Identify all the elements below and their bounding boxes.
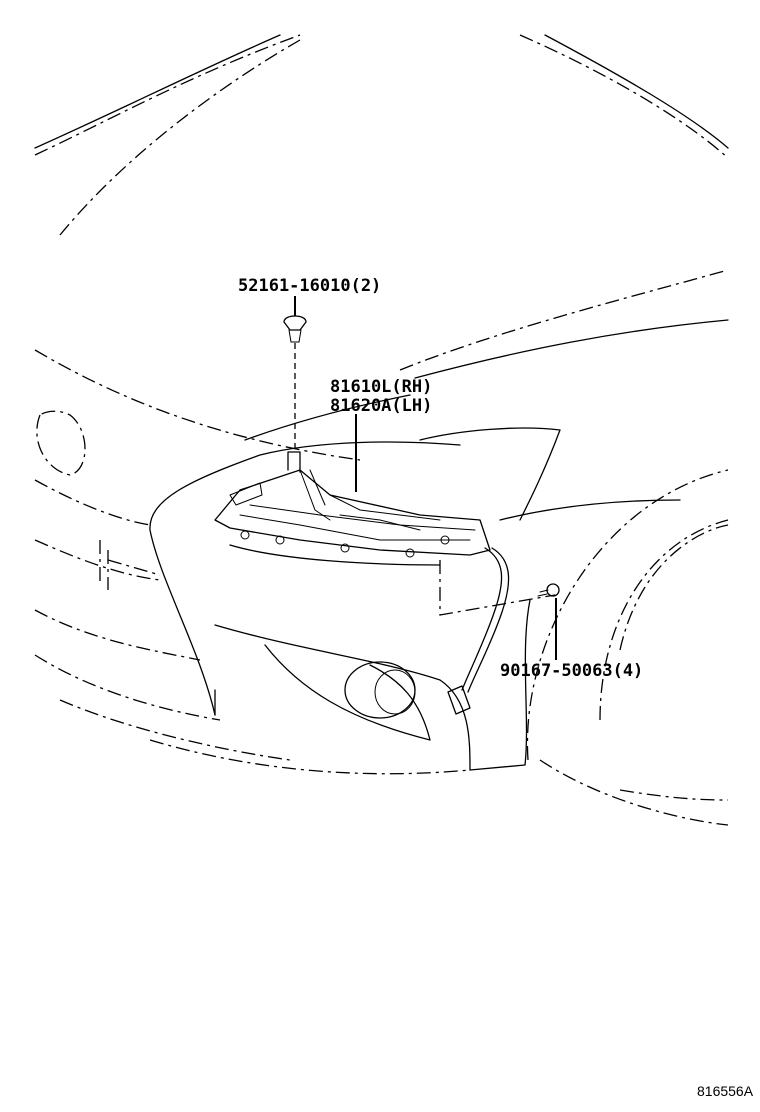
clip-fastener xyxy=(283,315,307,450)
lamp-lh-part-number: 81620A(LH) xyxy=(330,396,432,416)
screw-fastener xyxy=(537,583,560,597)
figure-code: 816556A xyxy=(697,1083,754,1099)
daytime-running-lamp-assembly xyxy=(214,451,510,715)
clip-part-number: 52161-16010(2) xyxy=(238,276,381,296)
lamp-rh-part-number: 81610L(RH) xyxy=(330,377,432,397)
screw-part-number: 90167-50063(4) xyxy=(500,661,643,681)
vehicle-outline xyxy=(34,34,729,826)
